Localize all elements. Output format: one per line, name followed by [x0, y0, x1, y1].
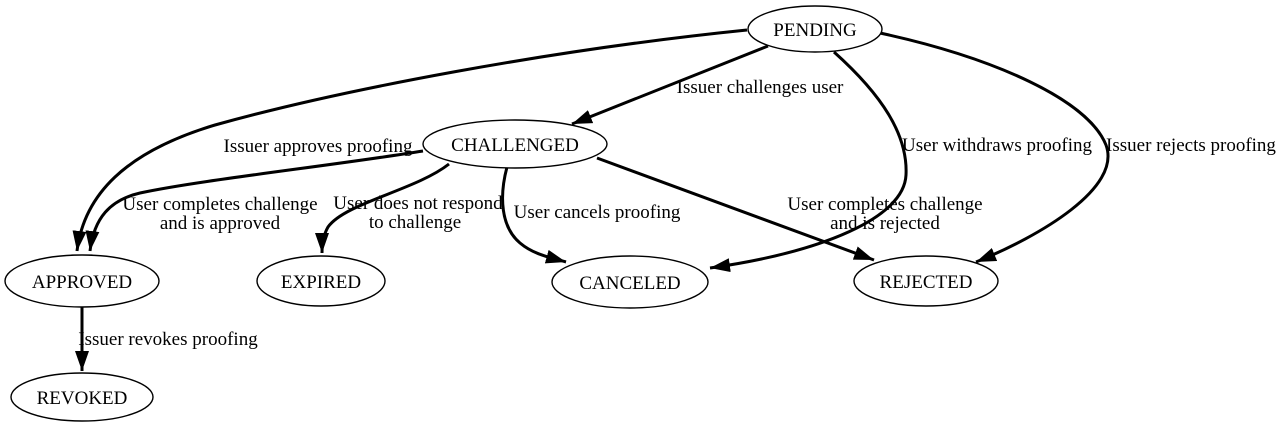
edge-pending-canceled-path [709, 50, 908, 273]
node-revoked-ellipse [10, 372, 154, 422]
node-revoked-label: REVOKED [37, 388, 128, 409]
edge-pending-approved-path [72, 28, 748, 252]
node-canceled: CANCELED [551, 255, 709, 309]
node-challenged-ellipse [422, 119, 608, 169]
edge-label-user-completes-challenge-rejected-line2: and is rejected [830, 213, 940, 234]
node-pending-ellipse [747, 5, 883, 53]
edge-challenged-rejected-path [596, 156, 875, 262]
edge-pending-rejected-path [879, 31, 1110, 264]
node-rejected: REJECTED [853, 255, 999, 307]
edge-label-issuer-approves-proofing: Issuer approves proofing [224, 136, 413, 157]
edge-label-user-withdraws-proofing: User withdraws proofing [902, 135, 1092, 156]
node-canceled-label: CANCELED [579, 273, 680, 294]
edge-challenged-canceled: User cancels proofing [501, 166, 681, 264]
node-expired: EXPIRED [256, 255, 386, 307]
edge-pending-challenged: Issuer challenges user [571, 44, 844, 126]
node-rejected-ellipse [853, 255, 999, 307]
edge-challenged-approved-path [85, 149, 424, 252]
edge-label-issuer-revokes-proofing: Issuer revokes proofing [78, 329, 258, 350]
nodes: PENDING CHALLENGED APPROVED EXPIRED CANC… [4, 5, 999, 422]
edge-label-user-does-not-respond-line1: User does not respond [333, 193, 503, 214]
node-canceled-ellipse [551, 255, 709, 309]
edge-label-user-completes-challenge-rejected-line1: User completes challenge [787, 194, 982, 215]
edge-challenged-expired: User does not respond to challenge [315, 162, 503, 254]
edge-challenged-rejected: User completes challenge and is rejected [596, 156, 983, 262]
node-revoked: REVOKED [10, 372, 154, 422]
node-expired-label: EXPIRED [281, 272, 361, 293]
edge-pending-approved: Issuer approves proofing [72, 28, 748, 252]
edge-label-user-completes-challenge-approved-line1: User completes challenge [122, 194, 317, 215]
edge-label-user-does-not-respond-line2: to challenge [369, 212, 461, 233]
edge-pending-canceled: User withdraws proofing [709, 50, 1092, 273]
edge-challenged-canceled-path [501, 166, 567, 264]
edge-label-user-cancels-proofing: User cancels proofing [514, 202, 681, 223]
node-approved-ellipse [4, 254, 160, 308]
edge-pending-rejected: Issuer rejects proofing [879, 31, 1276, 264]
edge-approved-revoked: Issuer revokes proofing [75, 307, 258, 371]
node-pending-label: PENDING [773, 20, 857, 41]
edge-label-user-completes-challenge-approved-line2: and is approved [160, 213, 281, 234]
node-challenged-label: CHALLENGED [451, 135, 579, 156]
node-pending: PENDING [747, 5, 883, 53]
node-approved: APPROVED [4, 254, 160, 308]
edge-label-issuer-challenges-user: Issuer challenges user [677, 77, 844, 98]
edge-challenged-expired-path [315, 162, 450, 254]
node-expired-ellipse [256, 255, 386, 307]
edge-pending-challenged-path [571, 44, 769, 126]
edge-label-issuer-rejects-proofing: Issuer rejects proofing [1106, 135, 1276, 156]
node-challenged: CHALLENGED [422, 119, 608, 169]
edge-challenged-approved: User completes challenge and is approved [85, 149, 424, 252]
node-approved-label: APPROVED [32, 272, 132, 293]
edges: Issuer challenges user Issuer approves p… [72, 28, 1276, 371]
node-rejected-label: REJECTED [880, 272, 973, 293]
